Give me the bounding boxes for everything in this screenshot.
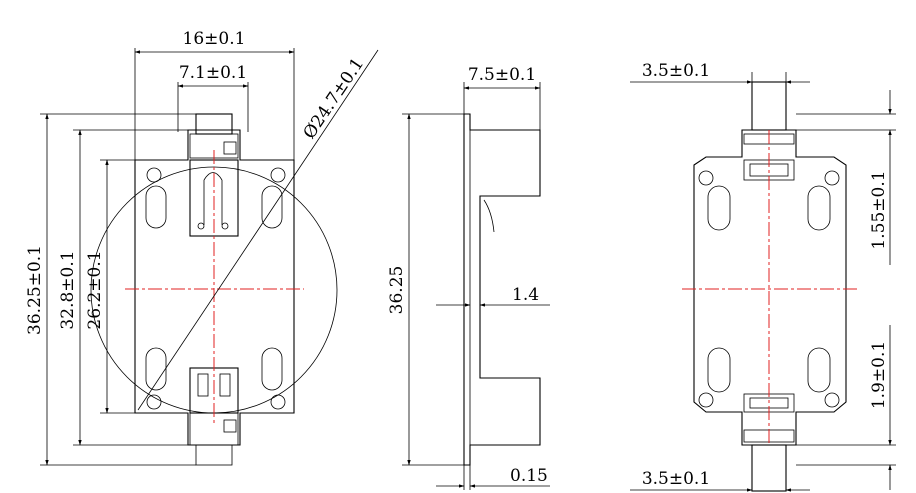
- dim-bottom-offset: 1.9±0.1: [869, 341, 889, 409]
- top-terminal: [195, 113, 233, 135]
- back-top-terminal: [751, 81, 787, 131]
- dim-diameter: Ø24.7±0.1: [300, 54, 369, 142]
- back-view: 3.5±0.1 3.5±0.1 1.55±0.1 1.9±0.1: [630, 61, 896, 492]
- dim-top-offset: 1.55±0.1: [869, 170, 889, 249]
- dim-base: 0.15: [510, 466, 548, 486]
- dim-height-mid: 32.8±0.1: [58, 250, 78, 329]
- dim-top-width: 3.5±0.1: [642, 61, 710, 81]
- front-view: 16±0.1 7.1±0.1 Ø24.7±0.1 36.25±0.1 32.8±…: [25, 29, 379, 466]
- dim-depth: 7.5±0.1: [468, 65, 536, 85]
- back-bottom-terminal: [751, 444, 787, 492]
- side-view: 7.5±0.1 36.25 1.4 0.15: [387, 65, 550, 490]
- back-body-outline: [693, 129, 847, 446]
- dim-bottom-width: 3.5±0.1: [642, 469, 710, 489]
- dim-height-total: 36.25±0.1: [25, 245, 45, 335]
- dim-width-outer: 16±0.1: [183, 29, 246, 49]
- dim-side-height: 36.25: [387, 266, 407, 315]
- dim-width-inner: 7.1±0.1: [179, 63, 247, 83]
- dim-height-inner: 26.2±0.1: [85, 250, 105, 329]
- dim-wall: 1.4: [512, 285, 539, 305]
